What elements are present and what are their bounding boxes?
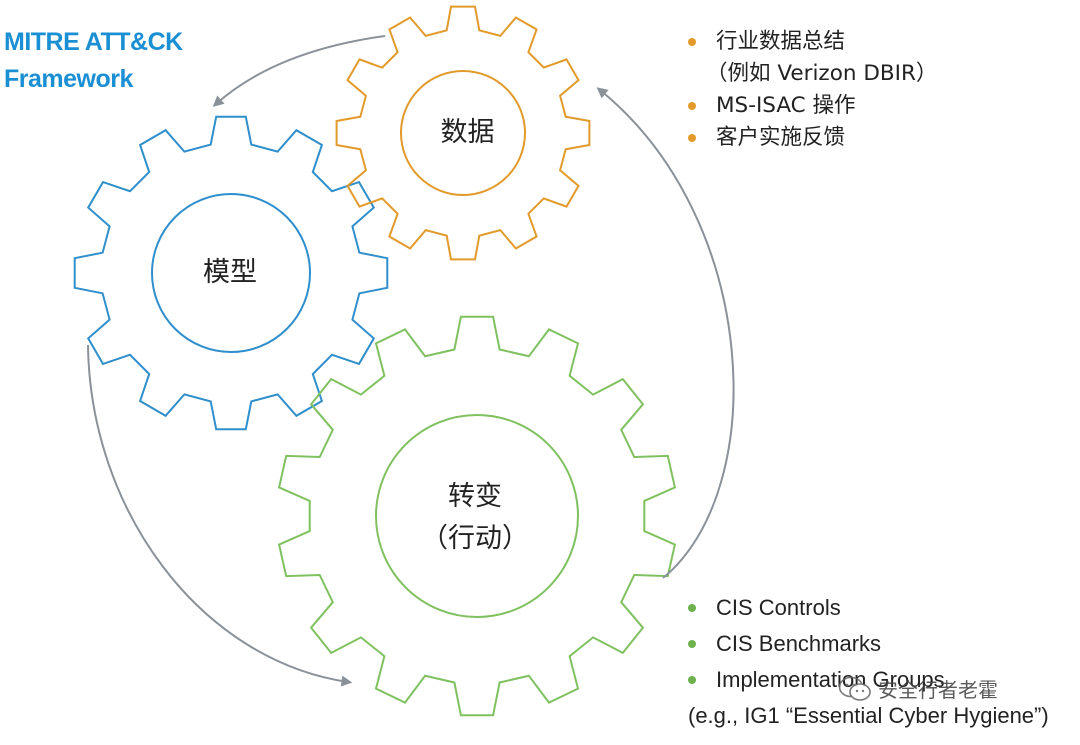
arrow-model-to-action [87,344,353,687]
framework-title-line2: Framework [4,65,133,93]
action-outputs-list: CIS Controls CIS Benchmarks Implementati… [686,590,1049,734]
wechat-icon [838,676,871,701]
framework-title-line1: MITRE ATT&CK [4,28,183,56]
gear-action-label: 转变 （行动） [400,476,550,560]
watermark: 安全行者老霍 [838,674,998,703]
gear-data [335,5,591,261]
gear-action-label-line2: （行动） [421,523,529,554]
gear-data-hub [400,70,526,196]
data-sources-item: 行业数据总结 （例如 Verizon DBIR） [686,26,937,90]
arrow-data-to-model [212,35,386,107]
gear-action-hub [375,414,579,618]
gear-model [73,115,389,431]
action-outputs-item-subtext: (e.g., IG1 “Essential Cyber Hygiene”) [688,703,1049,728]
gear-data-outline [335,5,591,261]
action-outputs-item-text: Implementation Groups [716,667,945,692]
framework-title: MITRE ATT&CK Framework [4,24,183,98]
arrow-action-to-data [596,87,735,579]
data-sources-item: 客户实施反馈 [686,122,937,154]
gear-data-label: 数据 [440,117,495,148]
action-outputs-item: Implementation Groups (e.g., IG1 “Essent… [686,662,1049,734]
data-sources-list: 行业数据总结 （例如 Verizon DBIR） MS-ISAC 操作 客户实施… [686,26,937,154]
gear-action-label-line1: 转变 [448,481,502,512]
action-outputs-item: CIS Controls [686,590,1049,626]
action-outputs-item-text: CIS Benchmarks [716,631,882,656]
data-sources-item-subtext: （例如 Verizon DBIR） [706,61,938,86]
data-sources-item-text: 行业数据总结 [716,29,846,54]
gear-action [277,315,677,717]
gear-model-outline [73,115,389,431]
data-sources-item-text: 客户实施反馈 [716,125,846,150]
gear-model-hub [151,193,311,353]
gear-model-label: 模型 [203,257,257,288]
gear-action-outline [277,315,677,717]
action-outputs-item: CIS Benchmarks [686,626,1049,662]
data-sources-item: MS-ISAC 操作 [686,90,937,122]
data-sources-item-text: MS-ISAC 操作 [716,93,856,118]
action-outputs-item-text: CIS Controls [716,595,841,620]
watermark-text: 安全行者老霍 [878,678,998,702]
